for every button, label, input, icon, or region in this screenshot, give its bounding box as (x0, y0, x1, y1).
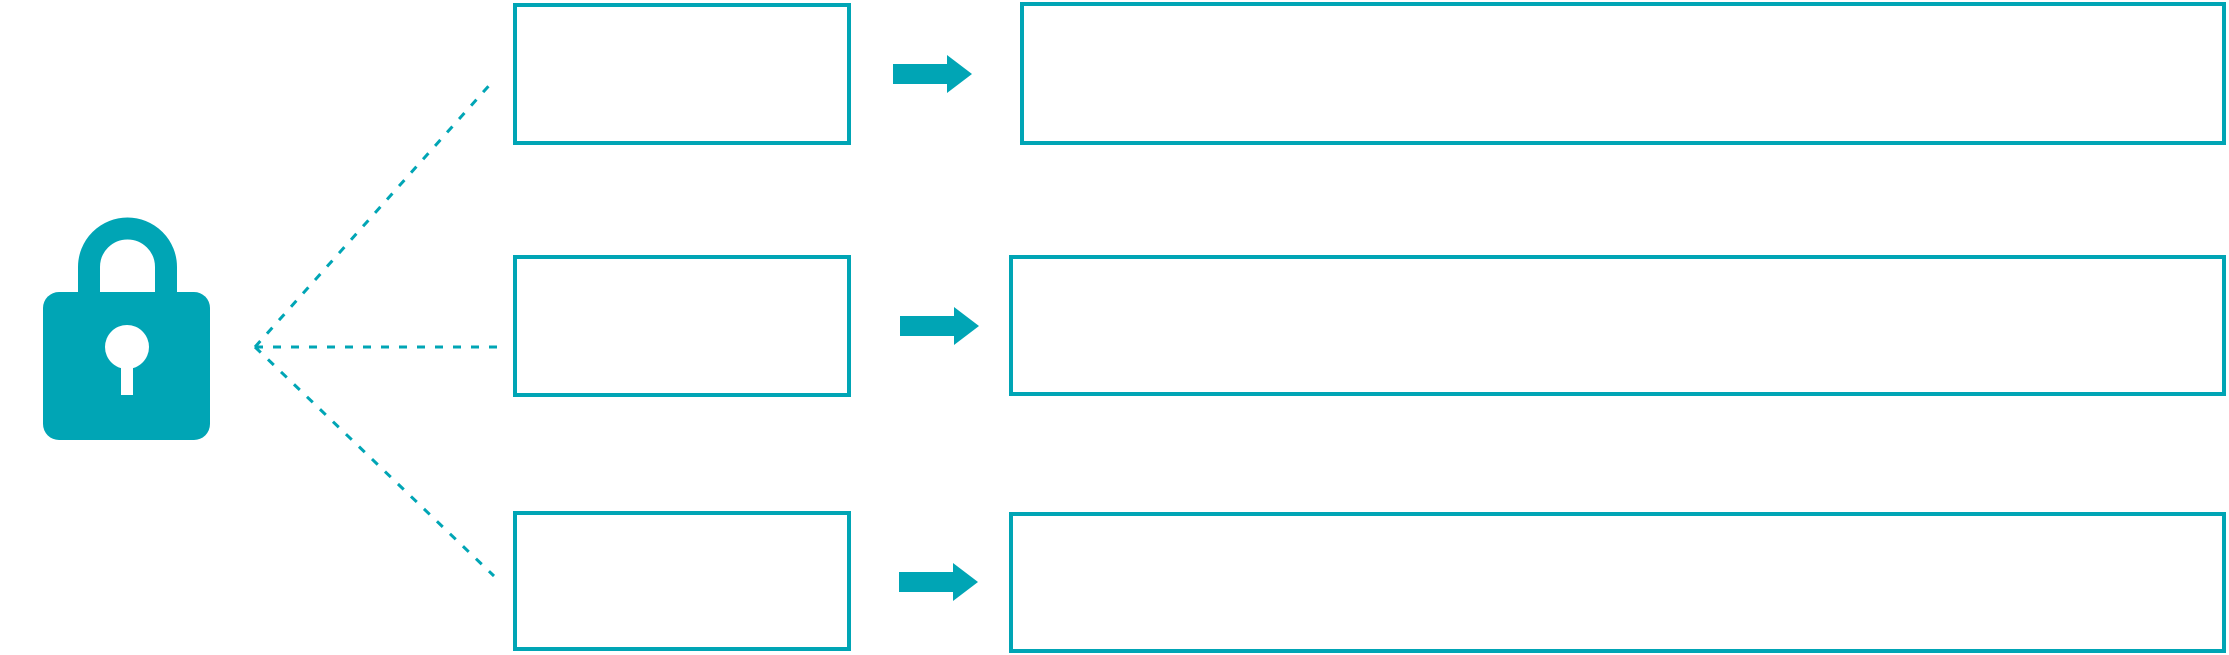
large-box-row3 (1009, 512, 2226, 653)
arrow-right-icon (899, 563, 978, 601)
small-box-row1 (513, 3, 851, 145)
dotted-connector-top (253, 78, 496, 349)
small-box-row3 (513, 511, 851, 651)
dotted-connector-bottom (253, 345, 496, 578)
large-box-row1 (1020, 2, 2226, 145)
arrow-right-icon (893, 55, 972, 93)
small-box-row2 (513, 255, 851, 397)
large-box-row2 (1009, 255, 2226, 396)
arrow-right-icon (900, 307, 979, 345)
lock-icon (43, 217, 210, 440)
